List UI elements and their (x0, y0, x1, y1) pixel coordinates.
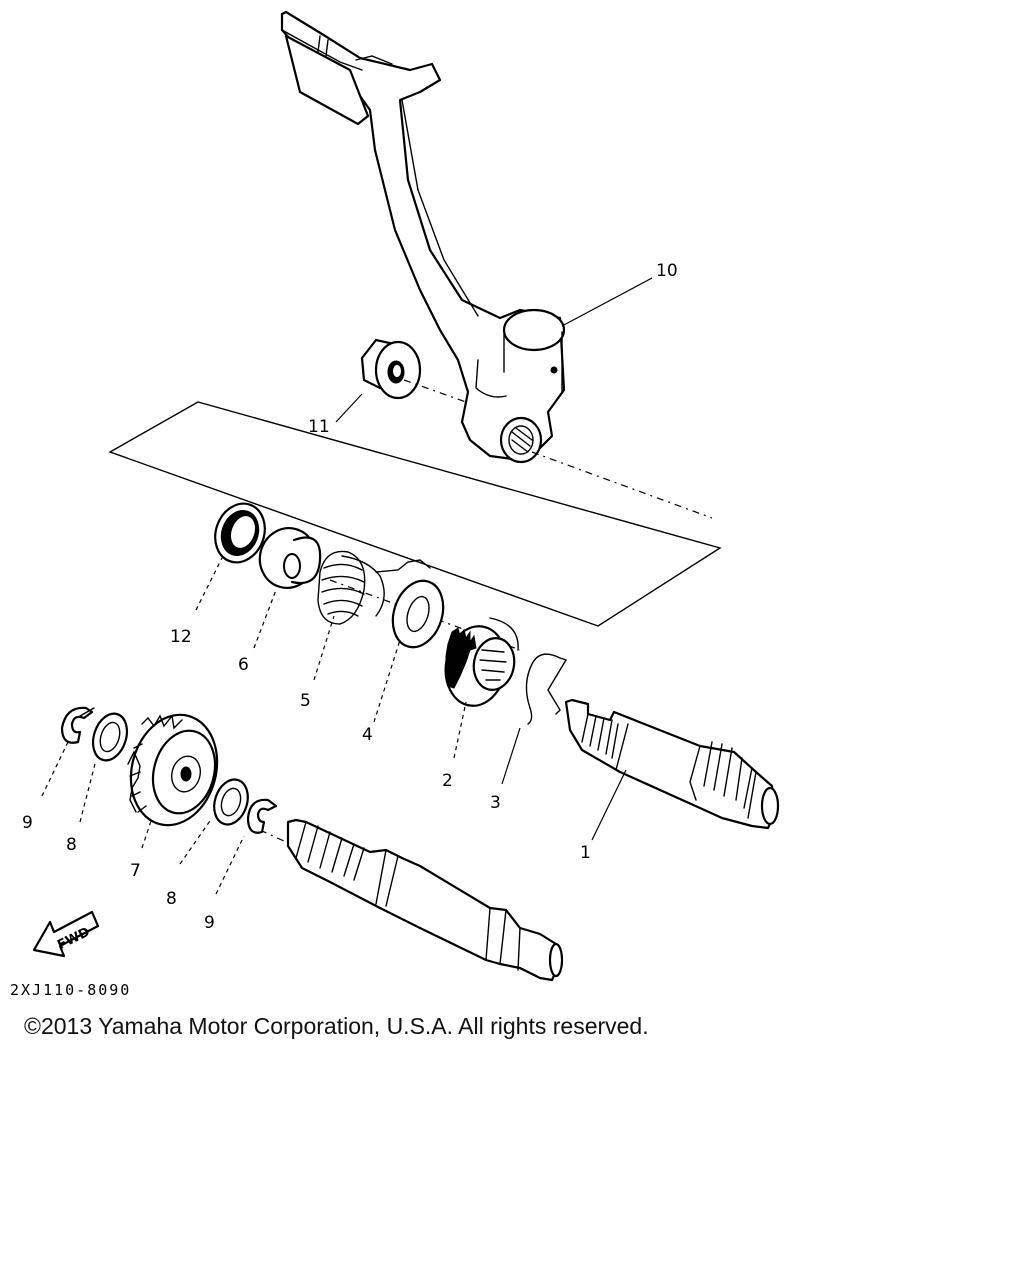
ratchet-clip-3 (525, 653, 568, 725)
centerline-lever (403, 379, 713, 519)
callout-3: 3 (490, 793, 501, 813)
callout-8-left: 8 (66, 835, 77, 855)
ratchet-wheel-2 (444, 617, 519, 707)
circlip-9-right (246, 798, 278, 834)
spring-guide-6 (258, 527, 322, 589)
drawing-code: 2XJ110-8090 (10, 981, 131, 999)
kick-idle-gear-7 (127, 713, 219, 827)
fwd-arrow-icon: FWD (32, 910, 100, 958)
kick-axle-1 (564, 698, 780, 830)
circlip-9-left (60, 706, 95, 744)
callout-12: 12 (170, 627, 192, 647)
callout-4: 4 (362, 725, 373, 745)
kick-crank-lever (280, 10, 566, 464)
callout-2: 2 (442, 771, 453, 791)
washer-8-right (213, 778, 249, 826)
callout-7: 7 (130, 861, 141, 881)
assembly-group-outline (108, 401, 722, 627)
callout-8-right: 8 (166, 889, 177, 909)
plate-washer-4 (391, 579, 445, 649)
torsion-spring-5 (317, 550, 431, 625)
callout-6: 6 (238, 655, 249, 675)
callout-11: 11 (308, 417, 330, 437)
washer-nut-11 (360, 338, 422, 400)
callout-9-left: 9 (22, 813, 33, 833)
callout-labels: 10 11 12 6 5 4 2 3 1 9 8 7 8 9 (22, 261, 678, 933)
copyright-notice: ©2013 Yamaha Motor Corporation, U.S.A. A… (24, 1013, 649, 1039)
callout-5: 5 (300, 691, 311, 711)
leader-lines (41, 277, 653, 895)
callout-9-right: 9 (204, 913, 215, 933)
oil-seal-12 (214, 502, 266, 564)
main-shaft (286, 818, 564, 982)
washer-8-left (91, 712, 129, 762)
callout-1: 1 (580, 843, 591, 863)
callout-10: 10 (656, 261, 678, 281)
